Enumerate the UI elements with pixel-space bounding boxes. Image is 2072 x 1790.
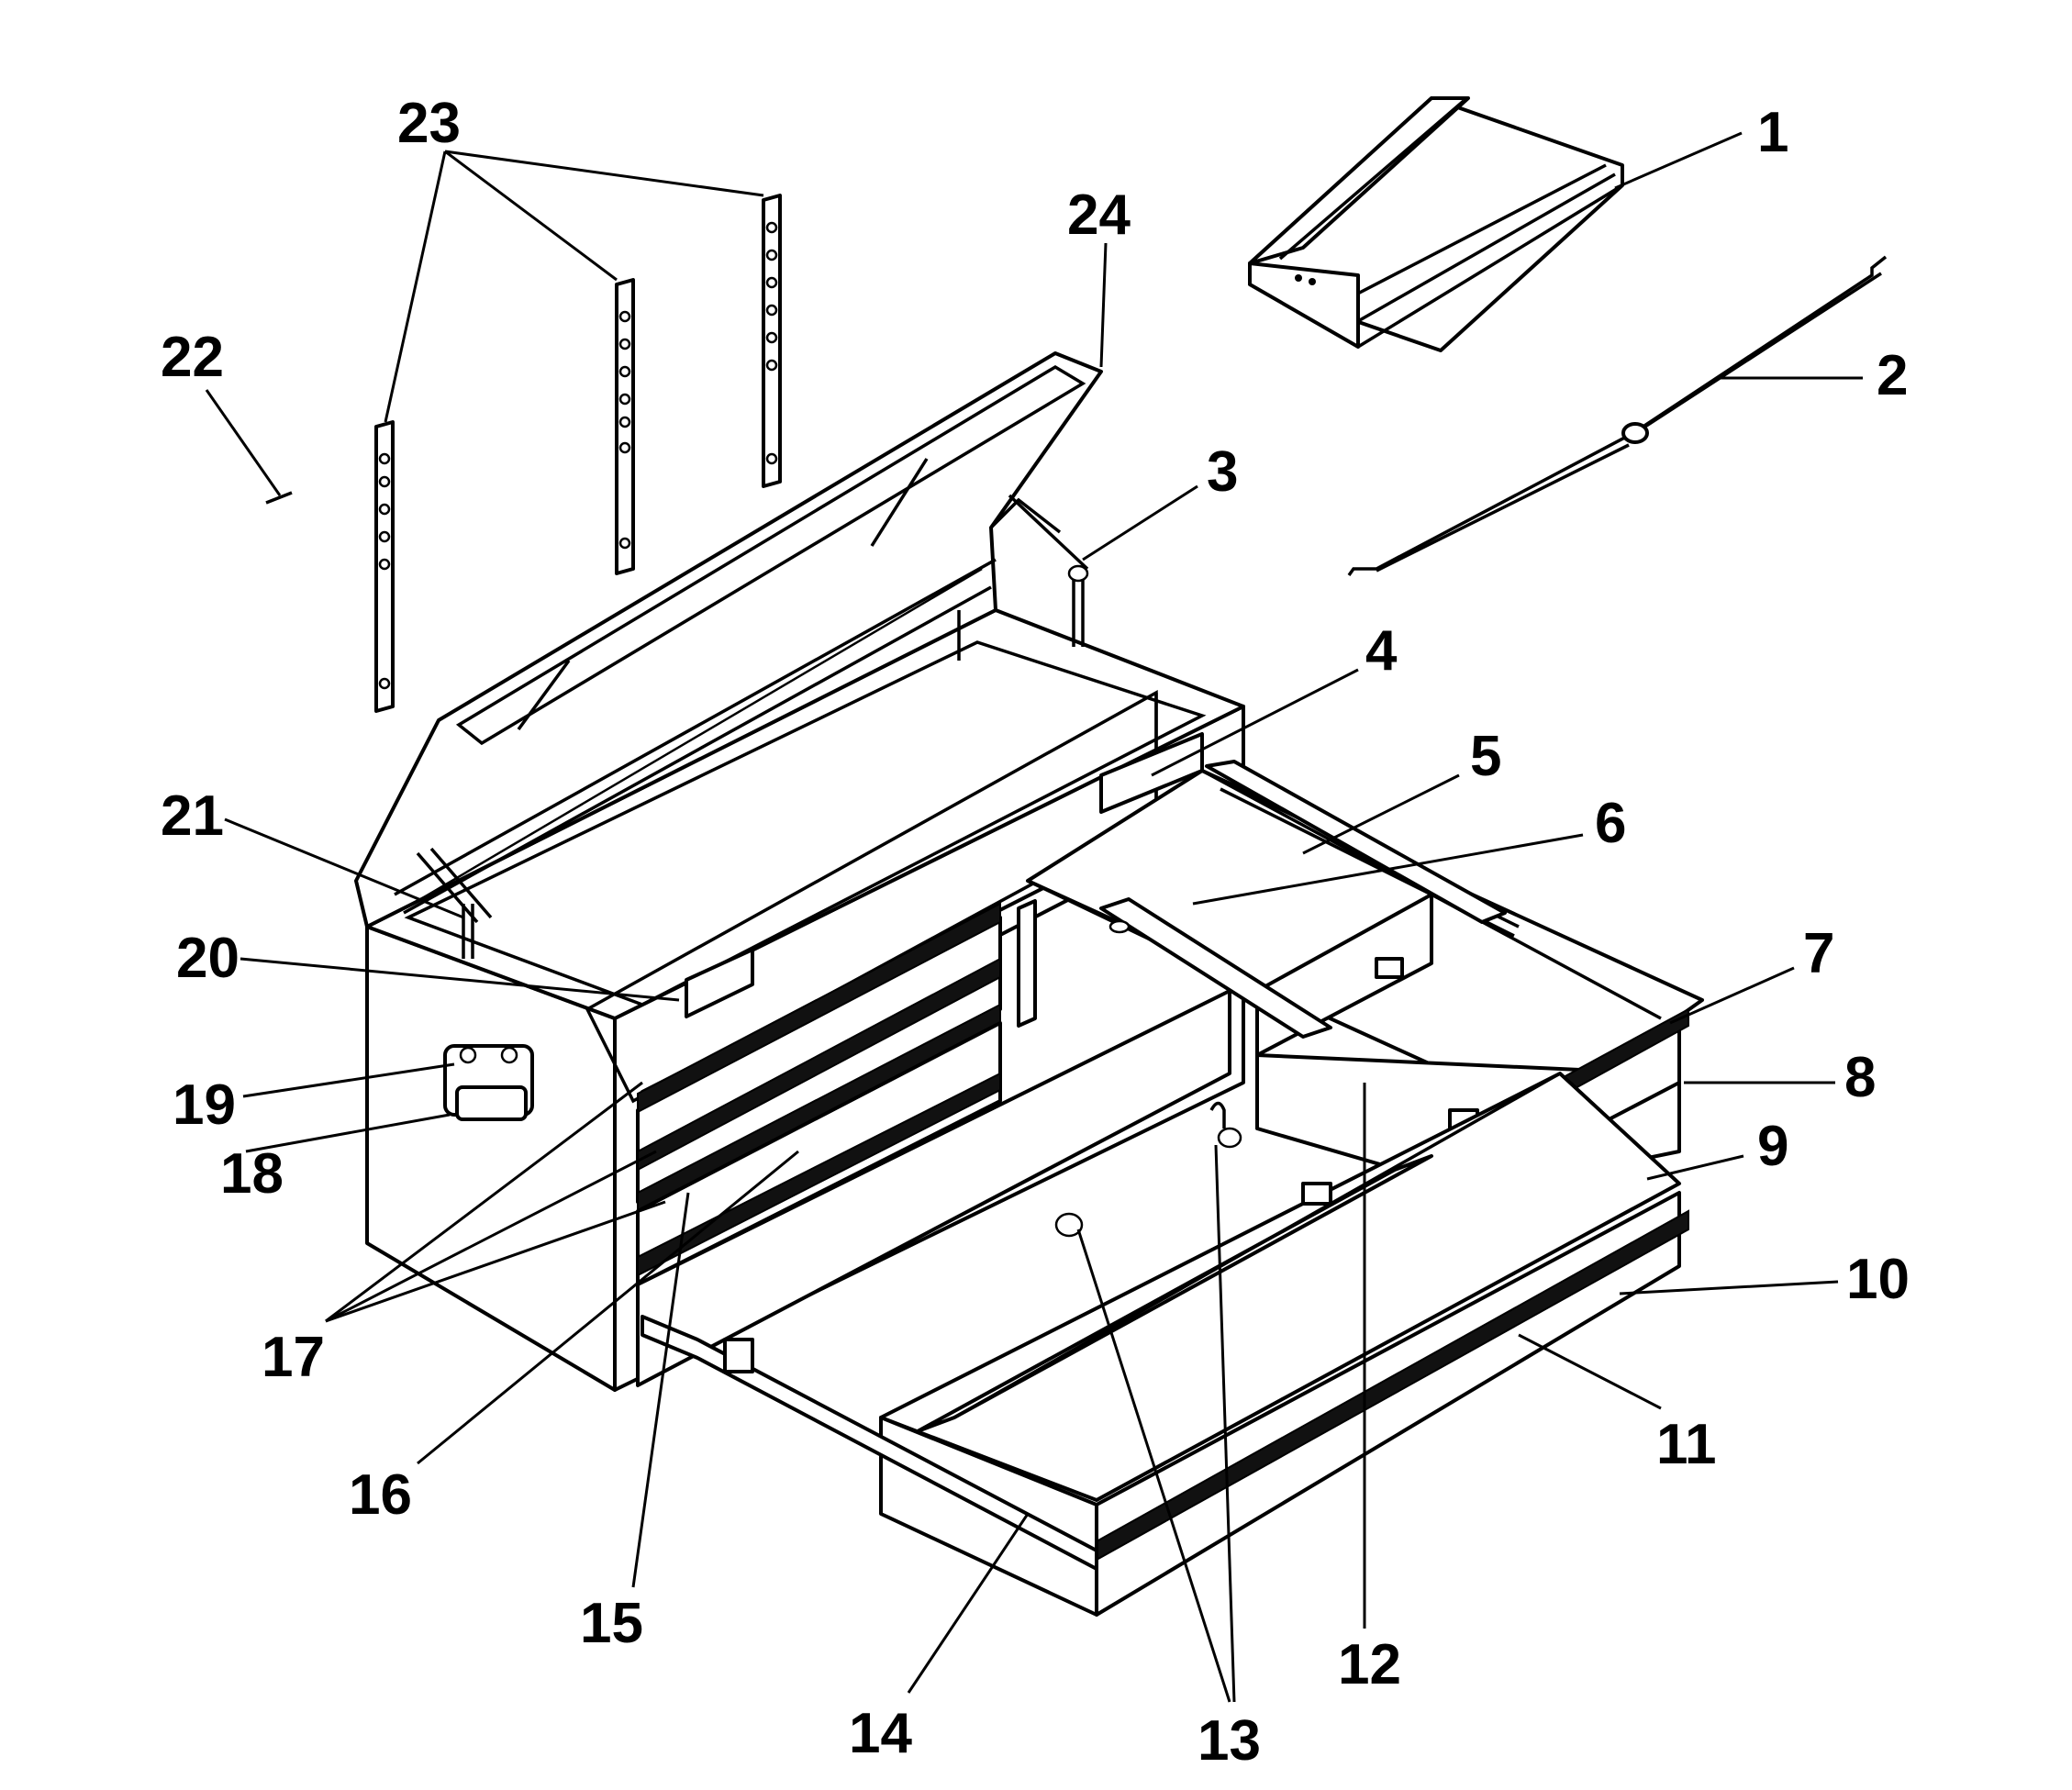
- callout-22: 22: [161, 326, 224, 389]
- callout-21: 21: [161, 784, 224, 848]
- callout-3: 3: [1207, 440, 1238, 504]
- callout-13: 13: [1198, 1709, 1261, 1773]
- small-pin: [265, 491, 293, 505]
- callout-15: 15: [580, 1592, 643, 1655]
- callout-14: 14: [849, 1702, 912, 1765]
- callout-17: 17: [262, 1326, 325, 1389]
- callout-10: 10: [1846, 1248, 1910, 1311]
- callout-4: 4: [1365, 619, 1398, 683]
- leader-lines: [205, 131, 1863, 1703]
- callout-8: 8: [1844, 1046, 1876, 1109]
- callout-20: 20: [176, 927, 240, 990]
- callout-19: 19: [173, 1073, 236, 1137]
- callout-1: 1: [1757, 101, 1788, 164]
- slotted-strip-3: [762, 194, 782, 488]
- open-lower-drawer: [641, 957, 1689, 1617]
- callout-16: 16: [349, 1463, 412, 1527]
- callout-labels: 1 2 3 4 5 6 7 8 9 10 11 12 13 14 15 16 1…: [161, 92, 1910, 1773]
- callout-2: 2: [1877, 344, 1908, 407]
- callout-23: 23: [397, 92, 461, 155]
- lid-support-rod: [1347, 255, 1888, 577]
- slotted-strip-2: [615, 278, 635, 575]
- callout-24: 24: [1067, 183, 1131, 247]
- callout-9: 9: [1757, 1115, 1788, 1178]
- callout-11: 11: [1656, 1413, 1717, 1476]
- tote-tray: [1248, 96, 1624, 352]
- callout-7: 7: [1803, 922, 1834, 985]
- callout-12: 12: [1338, 1633, 1401, 1696]
- callout-5: 5: [1470, 725, 1501, 788]
- callout-6: 6: [1595, 792, 1626, 855]
- callout-18: 18: [220, 1142, 284, 1206]
- slotted-strip-1: [374, 420, 395, 713]
